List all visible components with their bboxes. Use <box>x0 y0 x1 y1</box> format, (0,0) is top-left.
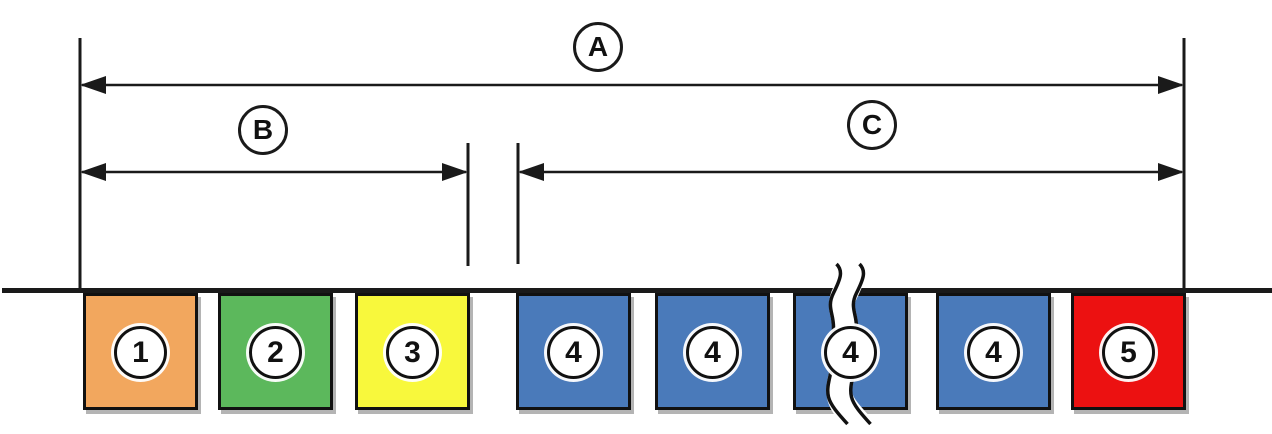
dimension-label-b: B <box>238 105 288 155</box>
dimension-arrow-b <box>80 163 468 181</box>
arrowhead-right-icon <box>1158 163 1184 181</box>
segment-box-4b: 4 <box>655 293 770 410</box>
dimension-label-c: C <box>847 100 897 150</box>
segment-box-1: 1 <box>83 293 198 410</box>
arrowhead-right-icon <box>1158 76 1184 94</box>
dimension-arrow-a <box>80 76 1184 94</box>
number-badge: 4 <box>967 326 1020 379</box>
number-badge: 2 <box>249 326 302 379</box>
dimension-label-a: A <box>573 22 623 72</box>
segment-box-4c: 4 <box>793 254 908 433</box>
segment-box-3: 3 <box>355 293 470 410</box>
dimension-arrow-c <box>518 163 1184 181</box>
number-badge: 4 <box>824 326 877 379</box>
segment-box-4d: 4 <box>936 293 1051 410</box>
arrowhead-right-icon <box>442 163 468 181</box>
number-badge: 4 <box>547 326 600 379</box>
number-badge: 3 <box>386 326 439 379</box>
segment-box-5: 5 <box>1071 293 1186 410</box>
segment-box-2: 2 <box>218 293 333 410</box>
arrowhead-left-icon <box>80 76 106 94</box>
segment-box-4a: 4 <box>516 293 631 410</box>
arrowhead-left-icon <box>80 163 106 181</box>
number-badge: 4 <box>686 326 739 379</box>
arrowhead-left-icon <box>518 163 544 181</box>
number-badge: 5 <box>1102 326 1155 379</box>
number-badge: 1 <box>114 326 167 379</box>
